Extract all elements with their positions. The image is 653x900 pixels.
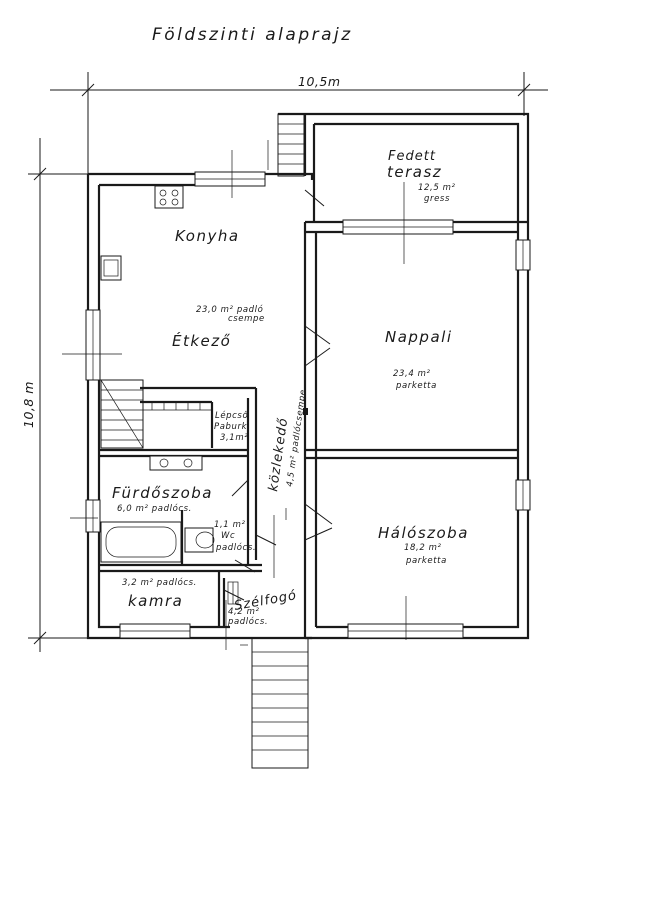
plan-title: Földszinti alaprajz [152,25,353,45]
room-lepcso: Lépcső Paburk. 3,1m² [214,410,250,443]
wc-area: 1,1 m² [214,520,246,530]
szelfogo-floor: padlócs. [227,616,268,627]
dimension-width-label: 10,5m [298,74,341,89]
nappali-name: Nappali [385,328,452,346]
wc-toilet [184,527,215,553]
room-etkezo: 23,0 m² padló csempe Étkező [172,304,265,350]
furdo-area: 6,0 m² padlócs. [117,503,192,514]
kitchen-sink [100,255,122,281]
wc-floor: padlócs. [215,542,256,553]
kamra-name: kamra [128,592,183,610]
nappali-area: 23,4 m² [393,369,431,379]
furdo-name: Fürdőszoba [112,484,213,502]
stove [154,185,184,209]
etkezo-area: 23,0 m² padló [196,304,263,315]
nappali-floor: parketta [395,381,437,391]
interior-staircase [100,379,212,449]
terrace-steps [277,113,305,177]
terasz-floor: gress [424,194,450,204]
dimension-depth: 10,8 m [21,138,100,652]
axis-markers [62,140,407,650]
lepcso-line2: Paburk. [214,422,250,432]
konyha-name: Konyha [175,227,240,245]
room-nappali: Nappali 23,4 m² parketta [385,328,452,391]
etkezo-name: Étkező [172,331,231,350]
room-terasz: Fedett terasz 12,5 m² gress [387,149,456,204]
terasz-name-1: Fedett [388,149,436,164]
szelfogo-area: 4,2 m² [228,607,260,617]
entrance-steps [240,638,309,769]
lepcso-area: 3,1m² [220,433,248,443]
haloszoba-floor: parketta [405,556,447,566]
room-konyha: Konyha [175,227,240,245]
doors [223,189,333,601]
bathtub [100,521,182,563]
room-kozlekedo: közlekedő 4,5 m² padlócsempe [266,389,309,493]
windows [85,171,531,639]
terasz-name-2: terasz [387,163,442,181]
bathroom-double-sink [149,455,203,471]
etkezo-floor: csempe [228,314,265,324]
terasz-area: 12,5 m² [418,183,456,193]
dimension-depth-label: 10,8 m [21,381,36,428]
column-marker [303,408,308,415]
kamra-area: 3,2 m² padlócs. [122,577,197,588]
room-kamra: 3,2 m² padlócs. kamra [122,577,197,610]
haloszoba-name: Hálószoba [378,524,469,542]
room-wc: 1,1 m² Wc padlócs. [214,520,256,553]
wc-name: Wc [221,531,235,541]
dimension-width: 10,5m [50,72,548,174]
room-haloszoba: Hálószoba 18,2 m² parketta [378,524,469,566]
lepcso-line1: Lépcső [215,410,248,421]
room-furdo: Fürdőszoba 6,0 m² padlócs. [112,484,213,514]
entry-grilles [227,581,239,605]
haloszoba-area: 18,2 m² [404,543,442,553]
